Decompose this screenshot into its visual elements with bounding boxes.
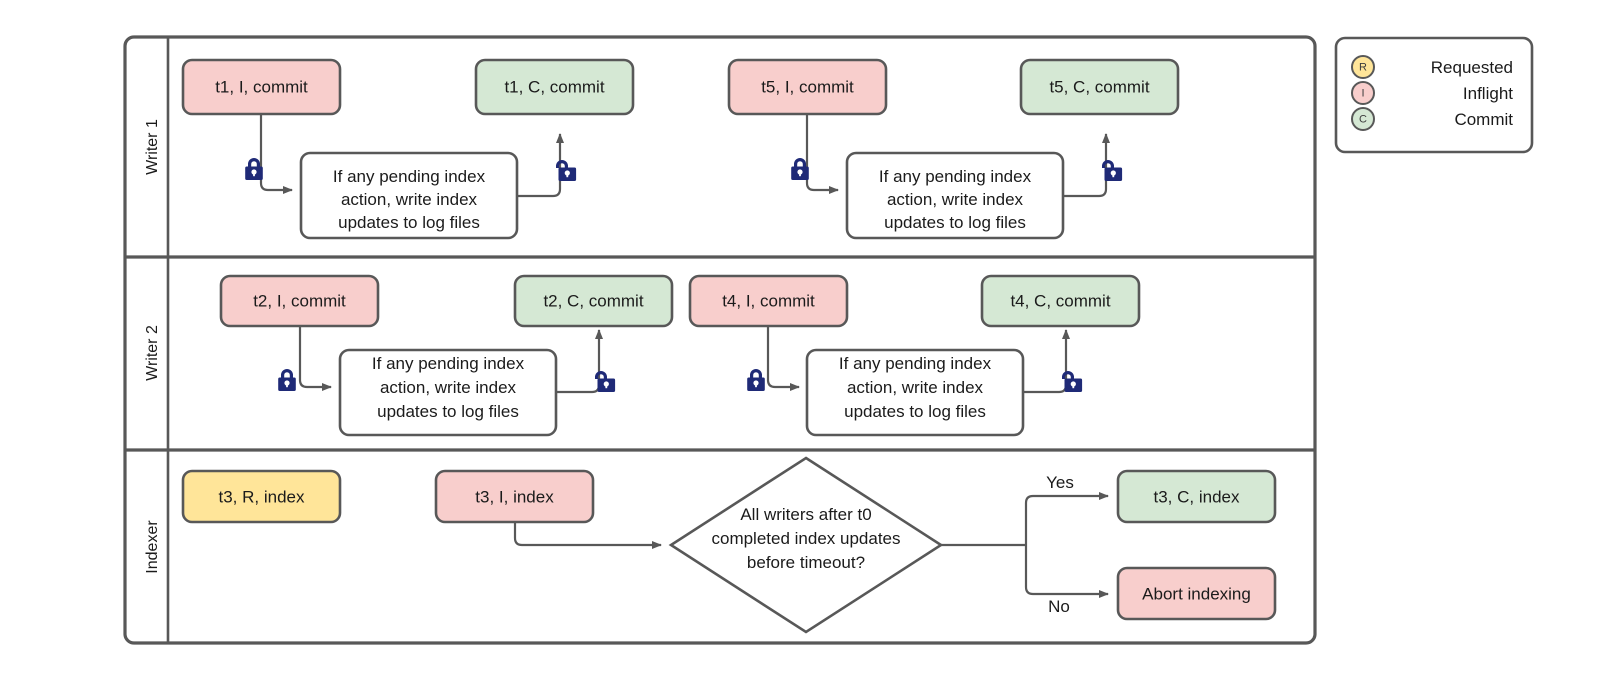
node-w1-t1-inflight[interactable]: t1, I, commit: [181, 58, 342, 116]
process-line-2: action, write index: [341, 190, 478, 209]
node-label: t3, R, index: [219, 488, 305, 507]
edge-label-no: No: [1048, 597, 1070, 616]
inflight-badge-icon: [1351, 81, 1375, 105]
node-label: t3, C, index: [1154, 488, 1240, 507]
node-w1-t1-commit[interactable]: t1, C, commit: [474, 58, 635, 116]
node-w1-process-b[interactable]: If any pending index action, write index…: [845, 151, 1065, 240]
commit-badge-letter: C: [1359, 114, 1367, 126]
legend-item-requested: R Requested: [1351, 55, 1513, 79]
node-w2-t4-inflight[interactable]: t4, I, commit: [688, 274, 849, 328]
legend-outline: [1334, 36, 1534, 154]
process-line-2: action, write index: [887, 190, 1024, 209]
legend-label-commit: Commit: [1454, 110, 1513, 129]
node-idx-abort[interactable]: Abort indexing: [1116, 566, 1277, 621]
legend-item-commit: C Commit: [1351, 107, 1513, 131]
node-idx-t3-requested[interactable]: t3, R, index: [181, 469, 342, 524]
node-idx-decision[interactable]: All writers after t0 completed index upd…: [668, 456, 944, 634]
node-label: t5, C, commit: [1049, 78, 1149, 97]
legend-label-requested: Requested: [1431, 58, 1513, 77]
lock-closed-icon: [245, 158, 263, 180]
indexer-connectors: [513, 492, 1109, 598]
legend-item-inflight: I Inflight: [1351, 81, 1513, 105]
lock-open-icon: [1102, 160, 1123, 181]
node-idx-t3-inflight[interactable]: t3, I, index: [434, 469, 595, 524]
node-label: t1, C, commit: [504, 78, 604, 97]
node-w2-t2-inflight[interactable]: t2, I, commit: [219, 274, 380, 328]
lock-closed-icon: [791, 158, 809, 180]
node-idx-t3-commit[interactable]: t3, C, index: [1116, 469, 1277, 524]
process-line-2: action, write index: [380, 378, 517, 397]
node-label: t3, I, index: [475, 488, 554, 507]
lock-open-icon: [595, 371, 616, 392]
process-line-1: If any pending index: [333, 167, 486, 186]
node-w1-t5-inflight[interactable]: t5, I, commit: [727, 58, 888, 116]
edge-label-yes: Yes: [1046, 473, 1074, 492]
node-label: t5, I, commit: [761, 78, 854, 97]
node-w2-process-a[interactable]: If any pending index action, write index…: [338, 348, 558, 437]
legend-label-inflight: Inflight: [1463, 84, 1513, 103]
process-line-3: updates to log files: [884, 213, 1026, 232]
lock-closed-icon: [278, 369, 296, 391]
process-line-1: If any pending index: [879, 167, 1032, 186]
node-label: t4, I, commit: [722, 292, 815, 311]
writer1-connectors: [259, 114, 1110, 198]
node-w2-t4-commit[interactable]: t4, C, commit: [980, 274, 1141, 328]
lane-label-indexer: Indexer: [144, 520, 161, 574]
node-label: t2, I, commit: [253, 292, 346, 311]
decision-line-3: before timeout?: [747, 553, 865, 572]
node-label: Abort indexing: [1142, 585, 1251, 604]
lane-label-writer-2: Writer 2: [144, 325, 161, 381]
node-w1-process-a[interactable]: If any pending index action, write index…: [299, 151, 519, 240]
lock-open-icon: [556, 160, 577, 181]
decision-line-1: All writers after t0: [740, 505, 871, 524]
legend-panel: R Requested I Inflight C Commit: [1334, 36, 1534, 154]
commit-badge-icon: [1351, 107, 1375, 131]
process-line-1: If any pending index: [372, 354, 525, 373]
process-line-1: If any pending index: [839, 354, 992, 373]
process-line-3: updates to log files: [377, 402, 519, 421]
requested-badge-icon: [1351, 55, 1375, 79]
node-label: t1, I, commit: [215, 78, 308, 97]
node-w2-t2-commit[interactable]: t2, C, commit: [513, 274, 674, 328]
lane-label-writer-1: Writer 1: [144, 119, 161, 175]
node-w2-process-b[interactable]: If any pending index action, write index…: [805, 348, 1025, 437]
node-label: t4, C, commit: [1010, 292, 1110, 311]
decision-line-2: completed index updates: [711, 529, 900, 548]
lock-closed-icon: [747, 369, 765, 391]
inflight-badge-letter: I: [1361, 88, 1364, 100]
lock-open-icon: [1062, 371, 1083, 392]
process-line-3: updates to log files: [844, 402, 986, 421]
node-label: t2, C, commit: [543, 292, 643, 311]
process-line-2: action, write index: [847, 378, 984, 397]
node-w1-t5-commit[interactable]: t5, C, commit: [1019, 58, 1180, 116]
process-line-3: updates to log files: [338, 213, 480, 232]
requested-badge-letter: R: [1359, 62, 1367, 74]
